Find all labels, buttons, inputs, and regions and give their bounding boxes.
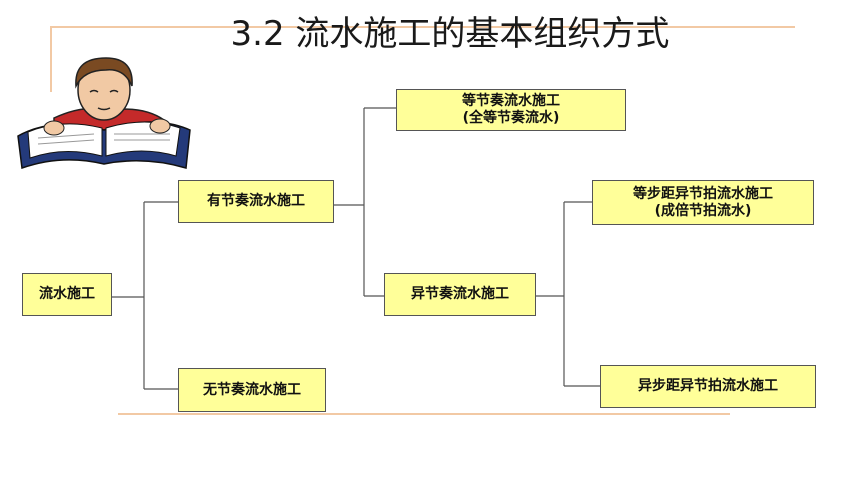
node-label: 有节奏流水施工 bbox=[207, 193, 305, 209]
node-label-line1: 等步距异节拍流水施工 bbox=[633, 185, 773, 202]
node-flow-construction: 流水施工 bbox=[22, 273, 112, 316]
node-equal-step-flow: 等步距异节拍流水施工 (成倍节拍流水) bbox=[592, 180, 814, 225]
node-label-line2: (全等节奏流水) bbox=[462, 110, 560, 126]
node-unequal-step-flow: 异步距异节拍流水施工 bbox=[600, 365, 816, 408]
node-label: 流水施工 bbox=[39, 286, 95, 302]
node-label-line1: 等节奏流水施工 bbox=[462, 93, 560, 109]
node-label: 异步距异节拍流水施工 bbox=[638, 378, 778, 394]
bottom-accent-line bbox=[118, 413, 730, 415]
left-accent-line bbox=[50, 26, 52, 92]
reading-person-icon bbox=[17, 57, 191, 170]
node-label-line2: (成倍节拍流水) bbox=[654, 202, 752, 219]
node-non-rhythmic-flow: 无节奏流水施工 bbox=[178, 368, 326, 412]
top-accent-line bbox=[50, 26, 795, 28]
node-unequal-rhythm-flow: 异节奏流水施工 bbox=[384, 273, 536, 316]
node-label: 无节奏流水施工 bbox=[203, 381, 301, 398]
node-rhythmic-flow: 有节奏流水施工 bbox=[178, 180, 334, 223]
node-equal-rhythm-flow: 等节奏流水施工 (全等节奏流水) bbox=[396, 89, 626, 131]
slide-title: 3.2 流水施工的基本组织方式 bbox=[230, 14, 670, 54]
node-label: 异节奏流水施工 bbox=[411, 286, 509, 302]
